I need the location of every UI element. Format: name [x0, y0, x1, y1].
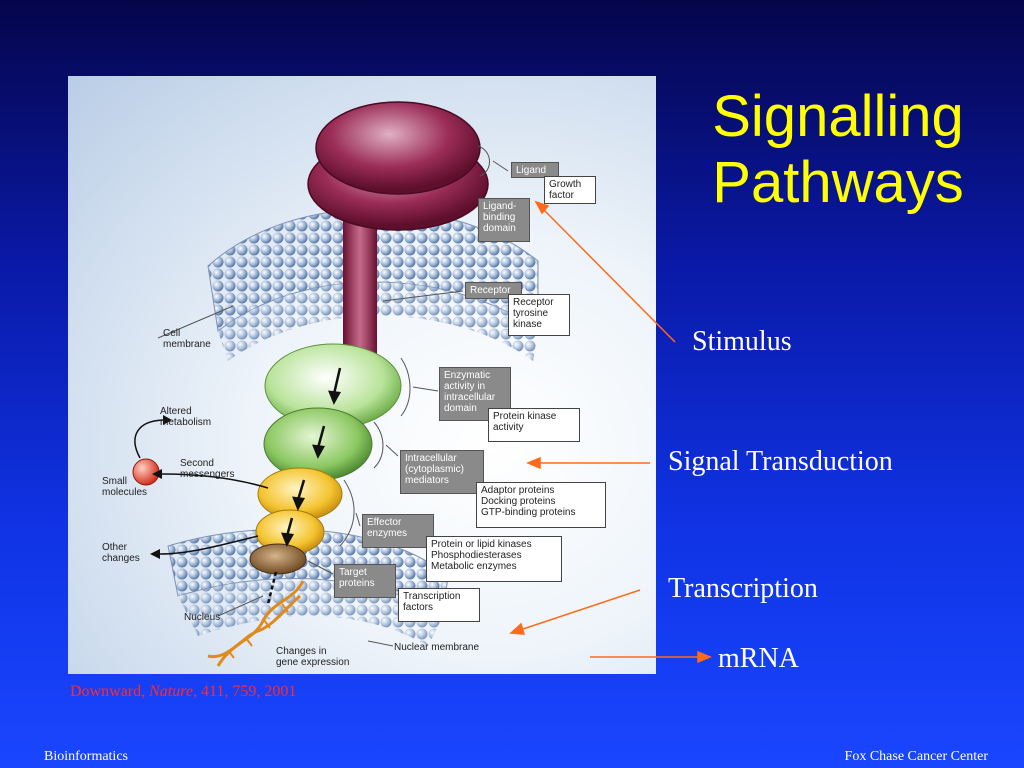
receptor-stem [343, 186, 377, 386]
label-adaptor-proteins: Adaptor proteins Docking proteins GTP-bi… [476, 482, 606, 528]
label-protein-lipid-kinases: Protein or lipid kinases Phosphodiestera… [426, 536, 562, 582]
side-arrow-heads [150, 415, 172, 559]
label-cell-membrane: Cell membrane [163, 328, 211, 350]
label-mrna: mRNA [718, 643, 799, 674]
label-altered-metabolism: Altered metabolism [160, 406, 212, 428]
label-nuclear-membrane: Nuclear membrane [394, 642, 480, 653]
label-transcription: Transcription [668, 573, 818, 604]
title-line-1: Signalling [712, 84, 964, 149]
label-other-changes: Other changes [102, 542, 140, 564]
side-arrows [134, 419, 269, 555]
citation: Downward, Nature, 411, 759, 2001 [70, 683, 296, 701]
citation-author: Downward, [70, 683, 150, 700]
label-small-molecules: Small molecules [102, 476, 148, 498]
label-enzymatic-activity: Enzymatic activity in intracellular doma… [439, 367, 511, 421]
title-line-2: Pathways [712, 150, 964, 215]
leader-lines [157, 145, 509, 647]
signalling-figure: Ligand Ligand- binding domain Receptor E… [68, 76, 656, 674]
label-nucleus: Nucleus [184, 612, 221, 623]
footer-left: Bioinformatics [44, 749, 128, 764]
slide-title: Signalling Pathways [668, 84, 1008, 216]
citation-details: , 411, 759, 2001 [192, 683, 297, 700]
cascade-arrows [266, 367, 342, 605]
label-second-messengers: Second messengers [180, 458, 235, 480]
target-protein-oval [249, 543, 307, 575]
label-changes-gene-expression: Changes in gene expression [276, 646, 350, 668]
label-intracellular-mediators: Intracellular (cytoplasmic) mediators [400, 450, 484, 494]
footer-right: Fox Chase Cancer Center [844, 749, 988, 764]
citation-journal: Nature [149, 683, 193, 700]
ligand-disk [315, 101, 481, 195]
label-stimulus: Stimulus [692, 326, 792, 357]
label-receptor-tyrosine-kinase: Receptor tyrosine kinase [508, 294, 570, 336]
label-ligand: Ligand [511, 162, 559, 178]
label-protein-kinase-activity: Protein kinase activity [488, 408, 580, 442]
label-ligand-binding-domain: Ligand- binding domain [478, 198, 530, 242]
label-signal-transduction: Signal Transduction [668, 446, 893, 477]
label-growth-factor: Growth factor [544, 176, 596, 204]
label-transcription-factors: Transcription factors [398, 588, 480, 622]
dna-helix [207, 580, 305, 667]
cell-membrane-front [218, 282, 538, 361]
label-effector-enzymes: Effector enzymes [362, 514, 434, 548]
label-receptor: Receptor [465, 282, 522, 299]
label-target-proteins: Target proteins [334, 564, 396, 598]
